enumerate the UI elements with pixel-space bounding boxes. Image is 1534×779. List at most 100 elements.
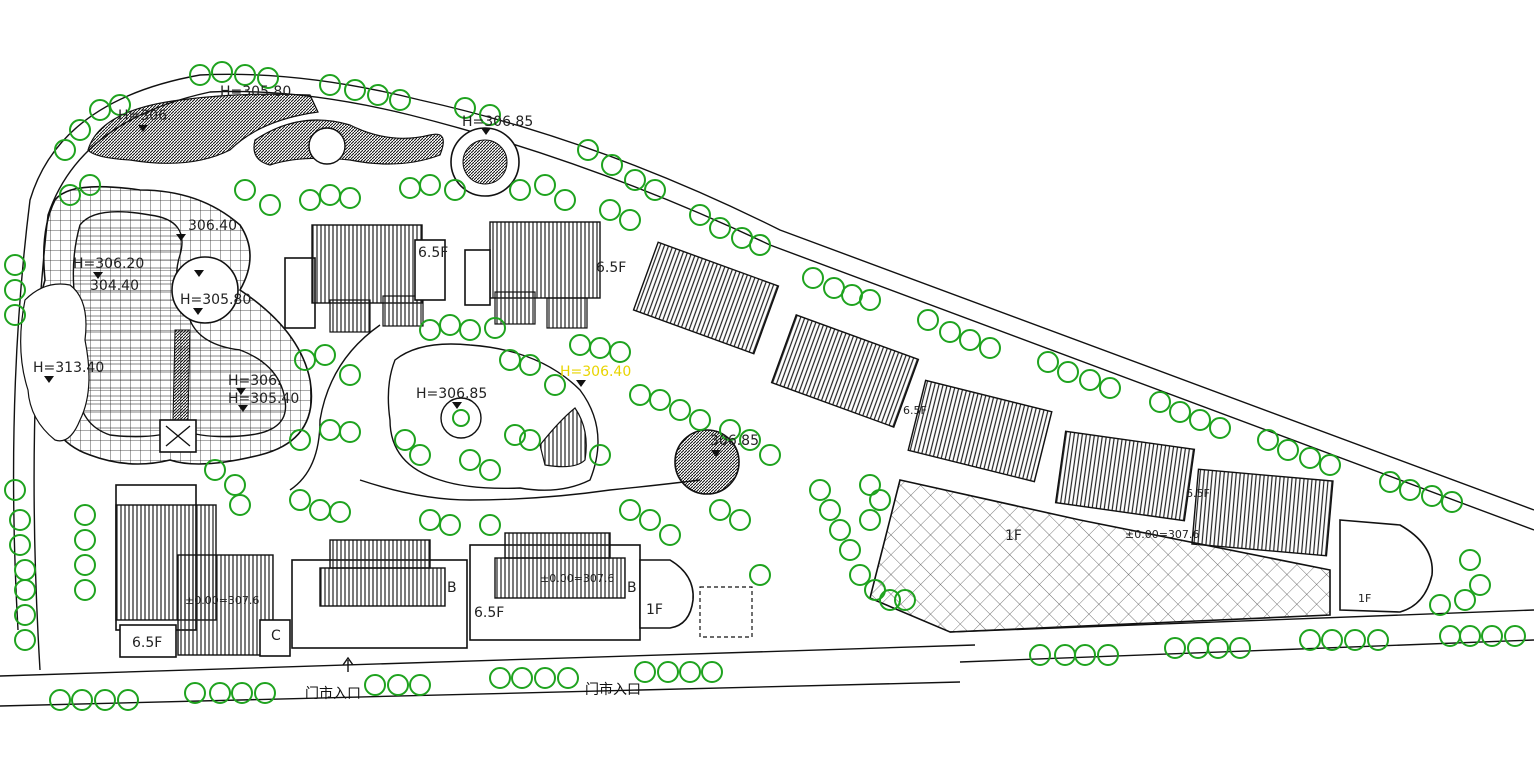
tree-symbol: [234, 179, 256, 201]
tree-symbol: [1029, 644, 1051, 666]
tree-symbol: [864, 579, 886, 601]
floor-label: 1F: [646, 602, 663, 618]
tree-symbol: [14, 604, 36, 626]
tree-symbol: [319, 184, 341, 206]
tree-symbol: [1277, 439, 1299, 461]
tree-symbol: [459, 449, 481, 471]
tree-symbol: [94, 689, 116, 711]
tree-symbol: [1079, 369, 1101, 391]
tree-symbol: [1209, 417, 1231, 439]
tree-symbol: [1169, 401, 1191, 423]
tree-symbol: [1057, 361, 1079, 383]
top-pavilion-inner: [462, 139, 508, 185]
building-mark: C: [271, 628, 281, 644]
top-path-right: [253, 119, 444, 166]
pond-bridge: [172, 329, 191, 421]
tree-symbol: [1054, 644, 1076, 666]
tree-symbol: [439, 514, 461, 536]
tree-symbol: [1189, 409, 1211, 431]
tree-symbol: [1097, 644, 1119, 666]
tree-symbol: [74, 529, 96, 551]
tree-symbol: [829, 519, 851, 541]
tree-symbol: [409, 674, 431, 696]
tree-symbol: [339, 187, 361, 209]
tree-symbol: [701, 661, 723, 683]
north-building-row: [284, 221, 1334, 557]
elevation-label: H=306.85: [462, 114, 533, 130]
elevation-label: 306.40: [188, 218, 237, 234]
tree-symbol: [454, 97, 476, 119]
tree-symbol: [629, 384, 651, 406]
tree-symbol: [439, 314, 461, 336]
entrance-labels: 门市入口 门市入口: [305, 656, 641, 702]
tree-symbol: [657, 661, 679, 683]
tree-symbol: [444, 179, 466, 201]
tree-symbol: [519, 429, 541, 451]
tree-symbol: [344, 79, 366, 101]
tree-symbol: [259, 194, 281, 216]
tree-symbol: [229, 494, 251, 516]
elevation-label: H=306.: [118, 108, 171, 124]
tree-symbol: [204, 459, 226, 481]
elevation-label: 306.85: [710, 433, 759, 449]
tree-symbol: [184, 682, 206, 704]
tree-symbol: [4, 279, 26, 301]
tree-symbol: [719, 419, 741, 441]
tree-symbol: [9, 509, 31, 531]
tree-symbol: [489, 667, 511, 689]
fan-terrace: [539, 407, 587, 468]
garden-loop-path: [289, 324, 701, 501]
tree-symbol: [894, 589, 916, 611]
tree-symbol: [569, 334, 591, 356]
tree-symbol: [14, 629, 36, 651]
tree-symbol: [1344, 629, 1366, 651]
tree-symbol: [1429, 594, 1451, 616]
tree-symbol: [809, 479, 831, 501]
tree-symbol: [367, 84, 389, 106]
tree-symbol: [211, 61, 233, 83]
tree-symbol: [1459, 549, 1481, 571]
tree-symbol: [839, 539, 861, 561]
elevation-label: H=313.40: [33, 360, 104, 376]
tree-symbol: [189, 64, 211, 86]
tree-symbol: [224, 474, 246, 496]
floor-label: 1F: [1005, 528, 1022, 544]
tree-symbol: [339, 421, 361, 443]
tree-symbol: [1207, 637, 1229, 659]
tree-symbol: [869, 489, 891, 511]
tree-symbol: [1149, 391, 1171, 413]
top-fountain: [308, 127, 346, 165]
tree-symbol: [1421, 485, 1443, 507]
elevation-label: H=306.: [228, 373, 281, 389]
elevation-label: H=305.80: [220, 84, 291, 100]
tree-symbol: [959, 329, 981, 351]
tree-symbol: [289, 489, 311, 511]
tree-symbol: [1257, 429, 1279, 451]
tree-symbol: [74, 554, 96, 576]
tree-symbol: [419, 174, 441, 196]
main-road-top-edge: [0, 644, 976, 677]
elevation-label: H=305.80: [180, 292, 251, 308]
tree-symbol: [859, 474, 881, 496]
tree-symbol: [534, 667, 556, 689]
elevation-label: H=306.85: [416, 386, 487, 402]
tree-symbol: [589, 444, 611, 466]
tree-symbol: [709, 217, 731, 239]
tree-symbol: [479, 514, 501, 536]
tree-symbol: [554, 189, 576, 211]
tree-symbol: [299, 189, 321, 211]
tree-symbol: [4, 304, 26, 326]
floor-label: 6.5F: [132, 635, 162, 651]
garden-kiosk-core: [452, 409, 470, 427]
tree-symbol: [1319, 454, 1341, 476]
floor-label: 6.5F: [596, 260, 626, 276]
tree-symbol: [509, 179, 531, 201]
tree-symbol: [1299, 629, 1321, 651]
main-road-bottom-edge: [0, 681, 961, 707]
tree-symbol: [71, 689, 93, 711]
tree-symbol: [59, 184, 81, 206]
floor-label: 6.5F: [474, 605, 504, 621]
tree-symbol: [749, 564, 771, 586]
tree-symbol: [639, 509, 661, 531]
tree-symbol: [69, 119, 91, 141]
